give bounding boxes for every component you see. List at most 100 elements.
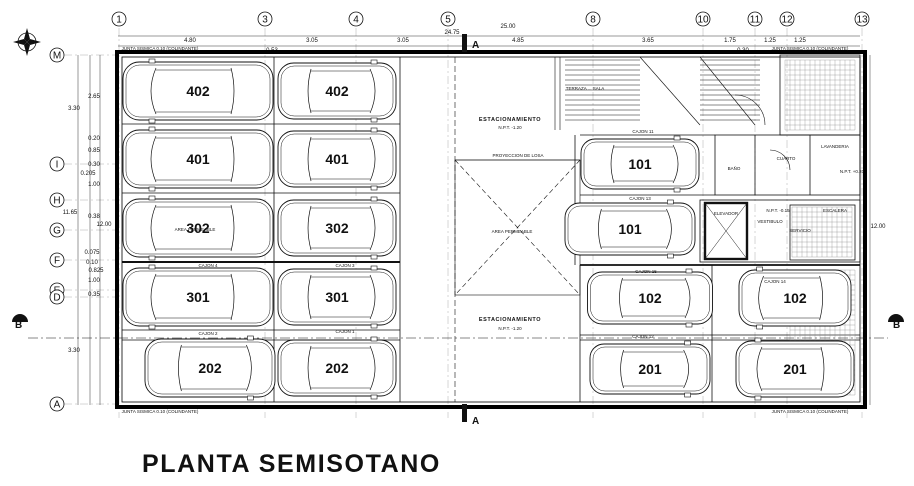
car: 102: [738, 266, 852, 330]
cajon-15: CAJON 15: [635, 269, 657, 274]
junta-sismica-top: JUNTA SISMICA 0.10 (COLINDANTE): [122, 46, 199, 51]
left-dim-label: 0.38: [88, 214, 100, 220]
grid-bubble-col: [747, 11, 763, 27]
car: 401: [277, 127, 397, 191]
left-dim-label: 12.00: [96, 222, 112, 228]
top-dim-label: 4.85: [512, 38, 524, 44]
car-label: 301: [325, 289, 349, 305]
grid-bubble-row: [49, 396, 65, 412]
right-dimension: 12.00: [870, 224, 886, 230]
ramp-stairs: [565, 59, 760, 121]
car-label: 401: [186, 151, 210, 167]
room-escalera: ESCALERA: [823, 208, 847, 213]
room-vestibulo: VESTIBULO: [757, 219, 783, 224]
cajon-12: CAJON 12: [632, 334, 654, 339]
grid-row-label: H: [53, 196, 60, 207]
cajon-14: CAJON 14: [764, 279, 786, 284]
car-label: 401: [325, 151, 349, 167]
plan-title: PLANTA SEMISOTANO: [142, 450, 441, 478]
junta-sismica-right-bottom: JUNTA SISMICA 0.10 (COLINDANTE): [772, 409, 849, 414]
car: 402: [277, 59, 397, 123]
car: 201: [735, 337, 855, 401]
car-label: 102: [638, 290, 662, 306]
grid-col-label: 4: [353, 15, 359, 26]
room-cuarto: CUARTO: [777, 156, 796, 161]
left-dim-label: 0.075: [84, 250, 100, 256]
grid-row-label: I: [56, 160, 59, 171]
grid-col-label: 13: [856, 15, 868, 26]
estacionamiento-label-2: ESTACIONAMIENTO: [479, 317, 541, 323]
grid-bubble-row: [49, 222, 65, 238]
left-dim-label: 0.205: [80, 171, 96, 177]
cajon-13: CAJON 13: [629, 196, 651, 201]
grid-row-label: F: [54, 256, 60, 267]
cajon-1: CAJON 1: [335, 329, 355, 334]
parking-stalls-left: [122, 57, 401, 402]
car-label: 202: [198, 360, 222, 376]
grid-bubble-col: [854, 11, 870, 27]
grid-bubble-row: [49, 252, 65, 268]
left-dim-label: 0.20: [88, 136, 100, 142]
left-dim-label: 0.30: [88, 162, 100, 168]
top-dim-label: 4.80: [184, 38, 196, 44]
grid-bubble-col: [695, 11, 711, 27]
car: 101: [580, 135, 700, 193]
top-dimensions: [118, 35, 860, 47]
grid-col-label: 3: [262, 15, 268, 26]
npt-label-4: N.P.T. -0.15: [766, 208, 790, 213]
room-bano: BAÑO: [728, 165, 741, 171]
car-label: 201: [638, 361, 662, 377]
grid-row-label: D: [53, 293, 60, 304]
left-dim-label: 0.10: [86, 260, 98, 266]
top-dim-label: 1.25: [764, 38, 776, 44]
circulation-area: [454, 57, 581, 402]
top-dim-label: 3.65: [642, 38, 654, 44]
car-label: 101: [618, 221, 642, 237]
left-dim-label: 2.65: [88, 94, 100, 100]
car: 302: [122, 195, 274, 261]
grid-bubble-col: [440, 11, 456, 27]
left-dimensions: [77, 55, 101, 405]
area-permeable-label-1: AREA PERMEABLE: [175, 227, 216, 232]
grid-row-label: A: [54, 400, 61, 411]
grid-bubble-row: [49, 192, 65, 208]
grid-bubble-col: [348, 11, 364, 27]
car: 301: [122, 264, 274, 330]
car-label: 302: [186, 220, 210, 236]
cajon-11: CAJON 11: [632, 129, 654, 134]
left-dim-label: 0.35: [88, 292, 100, 298]
grid-bubble-row: [49, 156, 65, 172]
car: 201: [589, 340, 711, 398]
grid-bubble-col: [111, 11, 127, 27]
car-label: 302: [325, 220, 349, 236]
section-label-a-bottom: A: [472, 416, 479, 427]
car-label: 102: [783, 290, 807, 306]
grid-bubble-col: [779, 11, 795, 27]
car: 301: [277, 265, 397, 329]
section-label-b-left: B: [15, 320, 22, 331]
npt-label-2: N.P.T. -1.20: [498, 326, 522, 331]
grid-rows: MIHGFEDA: [49, 47, 117, 412]
room-elevador: ELEVADOR: [714, 211, 739, 216]
left-dim-label: 11.65: [63, 210, 78, 216]
car-label: 101: [628, 156, 652, 172]
section-markers: [12, 34, 904, 422]
car-label: 402: [186, 83, 210, 99]
top-dim-label: 1.25: [794, 38, 806, 44]
compass-icon: [13, 28, 41, 56]
overall-dimension: 25.00: [500, 24, 516, 30]
left-dim-label: 1.00: [88, 278, 100, 284]
proyeccion-label: PROYECCION DE LOSA: [492, 153, 543, 158]
car: 102: [587, 268, 713, 328]
room-lavanderia: LAVANDERIA: [821, 144, 849, 149]
grid-col-label: 1: [116, 15, 122, 26]
section-label-a-top: A: [472, 40, 479, 51]
npt-label-3: N.P.T. +0.20: [840, 169, 865, 174]
grid-row-label: M: [53, 51, 61, 62]
car: 302: [277, 196, 397, 260]
top-dim-label: 3.05: [397, 38, 409, 44]
car-label: 202: [325, 360, 349, 376]
section-label-b-right: B: [893, 320, 900, 331]
cajon-3: CAJON 3: [335, 263, 355, 268]
